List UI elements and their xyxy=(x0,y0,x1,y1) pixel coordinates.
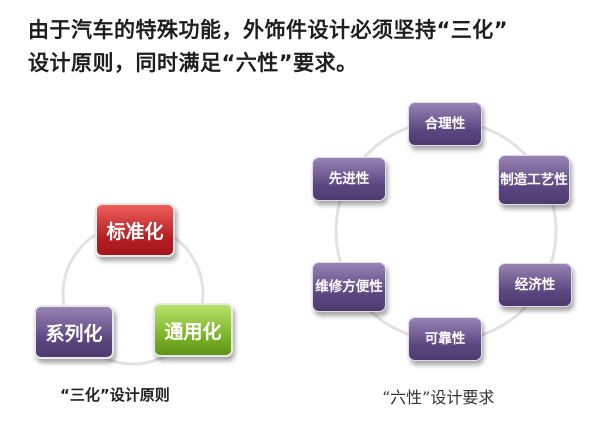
liu-xing-caption: “六性”设计要求 xyxy=(382,388,495,407)
page-title: 由于汽车的特殊功能，外饰件设计必须坚持“三化” 设计原则，同时满足“六性”要求。 xyxy=(28,14,588,80)
node-generalization: 通用化 xyxy=(153,303,233,357)
node-standardization: 标准化 xyxy=(95,203,175,257)
san-hua-caption: “三化”设计原则 xyxy=(60,386,170,404)
title-line-2: 设计原则，同时满足“六性”要求。 xyxy=(28,51,358,75)
node-economy: 经济性 xyxy=(498,263,572,307)
title-line-1: 由于汽车的特殊功能，外饰件设计必须坚持“三化” xyxy=(28,18,509,42)
node-manufacturability: 制造工艺性 xyxy=(498,155,570,205)
node-reliability: 可靠性 xyxy=(408,317,482,361)
node-serialization: 系列化 xyxy=(34,305,114,359)
node-rationality: 合理性 xyxy=(408,102,482,146)
node-maintainability: 维修方便性 xyxy=(312,262,386,312)
node-advancement: 先进性 xyxy=(312,157,386,201)
